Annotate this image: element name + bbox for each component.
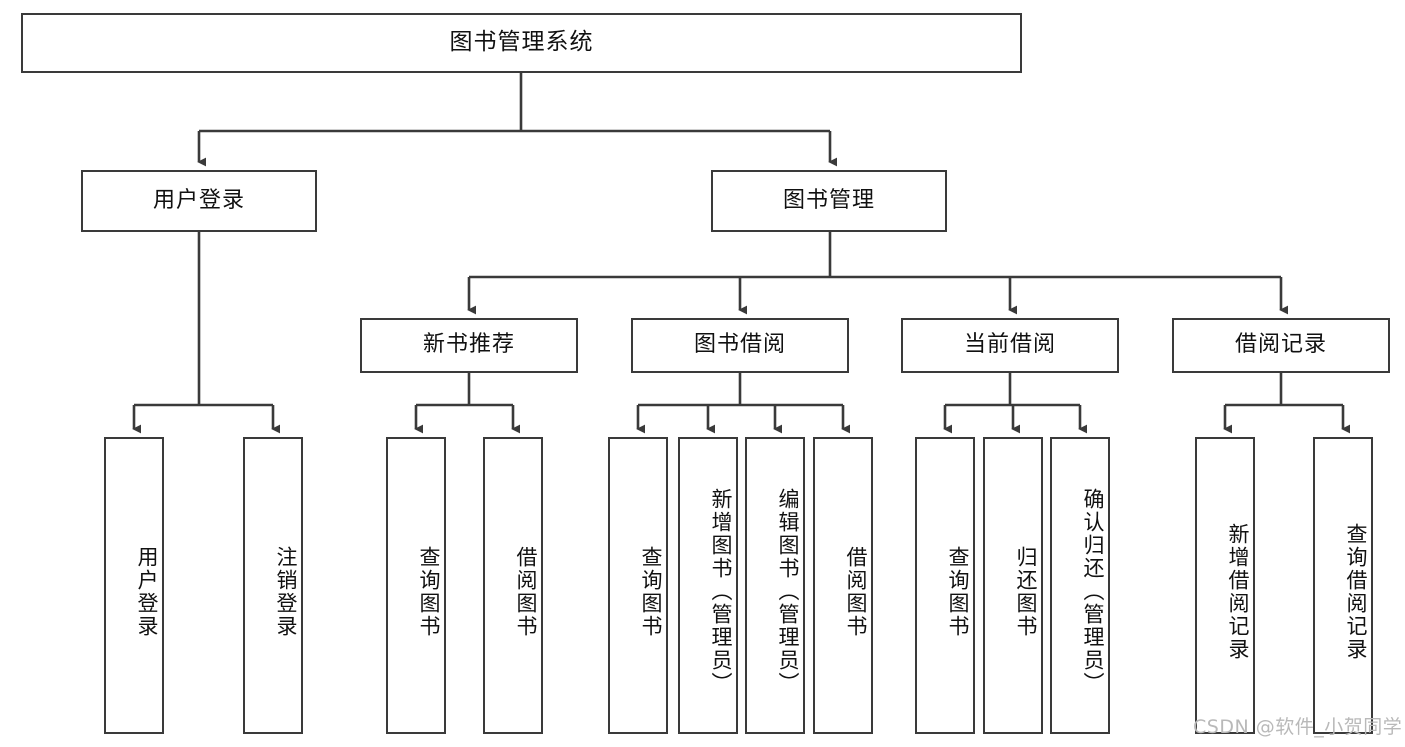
csdn-watermark: CSDN @软件_小贺同学: [1193, 716, 1403, 738]
leaf-user-login[interactable]: 用户登录: [104, 437, 164, 734]
leaf-borrow-book-2[interactable]: 借阅图书: [813, 437, 873, 734]
leaf-query-book-3[interactable]: 查询图书: [915, 437, 975, 734]
node-label: 查询图书: [946, 545, 970, 638]
node-label: 新增图书（管理员）: [709, 488, 733, 695]
node-current-borrow[interactable]: 当前借阅: [901, 318, 1119, 373]
leaf-query-book-2[interactable]: 查询图书: [608, 437, 668, 734]
node-label: 注销登录: [274, 545, 298, 638]
leaf-edit-book[interactable]: 编辑图书（管理员）: [745, 437, 805, 734]
node-label: 查询图书: [639, 545, 663, 638]
node-label: 用户登录: [135, 545, 159, 638]
leaf-query-book-1[interactable]: 查询图书: [386, 437, 446, 734]
node-book-management-system[interactable]: 图书管理系统: [21, 13, 1022, 73]
node-label: 当前借阅: [963, 332, 1056, 358]
leaf-borrow-book-1[interactable]: 借阅图书: [483, 437, 543, 734]
node-book-management[interactable]: 图书管理: [711, 170, 947, 232]
node-label: 用户登录: [152, 187, 245, 213]
leaf-query-record[interactable]: 查询借阅记录: [1313, 437, 1373, 734]
node-label: 编辑图书（管理员）: [776, 488, 800, 695]
leaf-return-book[interactable]: 归还图书: [983, 437, 1043, 734]
node-label: 新书推荐: [422, 332, 515, 358]
node-label: 图书管理: [782, 187, 875, 213]
node-user-login[interactable]: 用户登录: [81, 170, 317, 232]
node-borrow-record[interactable]: 借阅记录: [1172, 318, 1390, 373]
leaf-logout-login[interactable]: 注销登录: [243, 437, 303, 734]
node-label: 确认归还（管理员）: [1081, 488, 1105, 695]
node-label: 新增借阅记录: [1226, 522, 1250, 661]
node-label: 图书借阅: [693, 332, 786, 358]
leaf-add-record[interactable]: 新增借阅记录: [1195, 437, 1255, 734]
node-book-borrow[interactable]: 图书借阅: [631, 318, 849, 373]
node-label: 借阅图书: [514, 545, 538, 638]
node-label: 借阅记录: [1234, 332, 1327, 358]
leaf-add-book[interactable]: 新增图书（管理员）: [678, 437, 738, 734]
node-new-book-recommend[interactable]: 新书推荐: [360, 318, 578, 373]
node-label: 图书管理系统: [449, 29, 594, 56]
node-label: 借阅图书: [844, 545, 868, 638]
node-label: 查询借阅记录: [1344, 522, 1368, 661]
node-label: 查询图书: [417, 545, 441, 638]
leaf-confirm-return[interactable]: 确认归还（管理员）: [1050, 437, 1110, 734]
node-label: 归还图书: [1014, 545, 1038, 638]
